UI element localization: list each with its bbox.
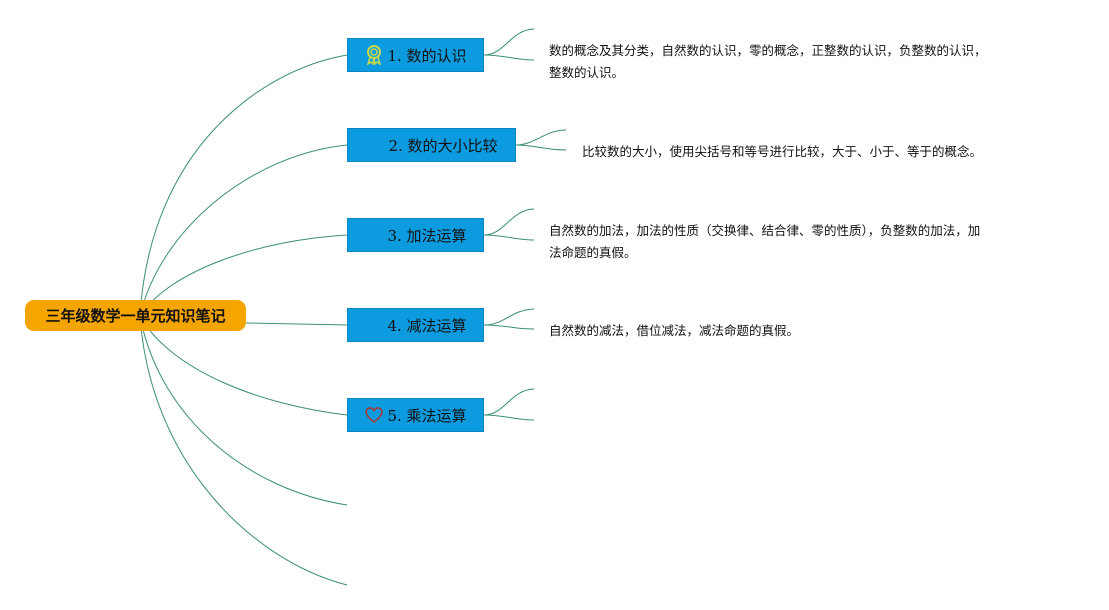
connector-b1-b xyxy=(483,54,535,61)
branch-3-description-line-2: 法命题的真假。 xyxy=(549,245,637,260)
branch-topic-2-icon-slot xyxy=(365,135,385,155)
connector-b3-a xyxy=(483,208,535,236)
connector-b5-b xyxy=(483,414,535,421)
connector-b4-a xyxy=(483,308,535,326)
connector-root-empty-6 xyxy=(139,315,348,506)
connector-root-branch-2 xyxy=(139,144,348,317)
connector-root-branch-3 xyxy=(139,234,348,317)
connector-root-branch-4 xyxy=(245,322,348,326)
branch-2-description: 比较数的大小，使用尖括号和等号进行比较，大于、小于、等于的概念。 xyxy=(582,141,982,163)
connector-b2-a xyxy=(515,129,567,146)
root-topic-label: 三年级数学一单元知识笔记 xyxy=(45,307,226,325)
branch-topic-4[interactable]: 4. 减法运算 xyxy=(347,308,484,342)
branch-4-description: 自然数的减法，借位减法，减法命题的真假。 xyxy=(549,320,799,342)
branch-topic-1-label: 1. 数的认识 xyxy=(387,46,467,65)
branch-topic-4-icon-slot xyxy=(364,315,384,335)
branch-topic-1[interactable]: 1. 数的认识 xyxy=(347,38,484,72)
connector-root-empty-7 xyxy=(139,315,348,586)
connector-b5-a xyxy=(483,388,535,416)
branch-2-description-line-1: 比较数的大小，使用尖括号和等号进行比较，大于、小于、等于的概念。 xyxy=(582,144,983,159)
branch-topic-3-label: 3. 加法运算 xyxy=(387,226,467,245)
connector-b4-b xyxy=(483,324,535,330)
connector-b2-b xyxy=(515,144,567,151)
branch-1-description: 数的概念及其分类，自然数的认识，零的概念，正整数的认识，负整数的认识， 整数的认… xyxy=(549,40,987,84)
branch-1-description-line-1: 数的概念及其分类，自然数的认识，零的概念，正整数的认识，负整数的认识， xyxy=(549,43,987,58)
branch-topic-3[interactable]: 3. 加法运算 xyxy=(347,218,484,252)
connector-root-branch-5 xyxy=(139,315,348,416)
connector-b3-b xyxy=(483,234,535,241)
branch-topic-3-icon-slot xyxy=(364,225,384,245)
branch-topic-5-label: 5. 乘法运算 xyxy=(387,406,467,425)
heart-icon xyxy=(364,405,384,425)
connector-root-branch-1 xyxy=(139,54,348,317)
branch-1-description-line-2: 整数的认识。 xyxy=(549,65,625,80)
branch-topic-5[interactable]: 5. 乘法运算 xyxy=(347,398,484,432)
branch-3-description: 自然数的加法，加法的性质（交换律、结合律、零的性质），负整数的加法，加 法命题的… xyxy=(549,220,980,264)
connector-b1-a xyxy=(483,28,535,56)
branch-topic-2-label: 2. 数的大小比较 xyxy=(388,136,498,155)
root-topic[interactable]: 三年级数学一单元知识笔记 xyxy=(25,300,246,331)
branch-topic-2[interactable]: 2. 数的大小比较 xyxy=(347,128,516,162)
branch-topic-4-label: 4. 减法运算 xyxy=(387,316,467,335)
award-ribbon-icon xyxy=(364,45,384,65)
branch-4-description-line-1: 自然数的减法，借位减法，减法命题的真假。 xyxy=(549,323,800,338)
branch-3-description-line-1: 自然数的加法，加法的性质（交换律、结合律、零的性质），负整数的加法，加 xyxy=(549,223,981,238)
